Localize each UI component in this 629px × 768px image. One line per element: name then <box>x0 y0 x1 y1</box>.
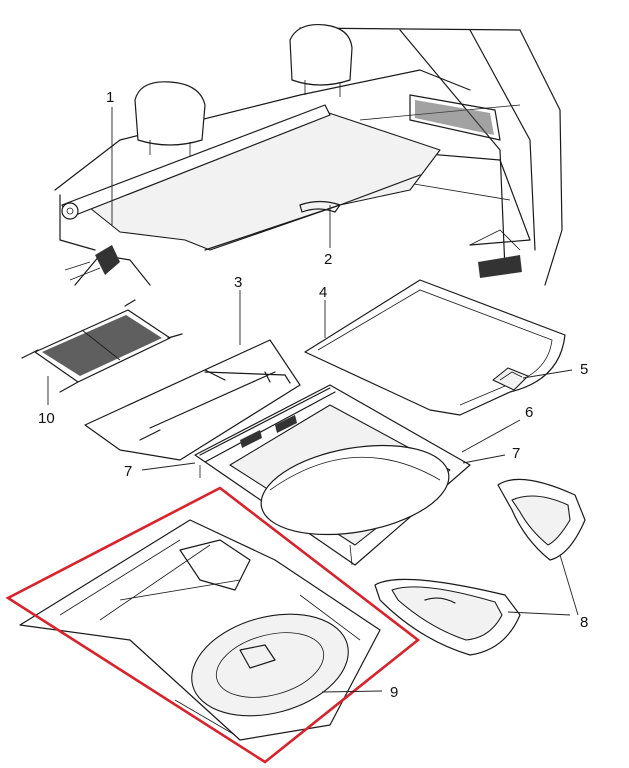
rear-floor-pan <box>19 519 381 741</box>
callout-6: 6 <box>525 404 533 421</box>
cargo-floor-cover <box>304 279 566 416</box>
cargo-net <box>21 299 183 393</box>
storage-bin-assembly <box>194 384 471 566</box>
highlight-frame <box>5 486 421 764</box>
callout-5: 5 <box>580 361 588 378</box>
callout-7-left: 7 <box>124 463 132 480</box>
cargo-area-vehicle-interior <box>54 23 563 286</box>
callout-4: 4 <box>319 284 327 301</box>
side-storage-pockets <box>374 478 586 656</box>
floor-handle <box>492 367 529 391</box>
callout-3: 3 <box>234 274 242 291</box>
callout-8: 8 <box>580 614 588 631</box>
callout-7-right: 7 <box>512 445 520 462</box>
callout-1: 1 <box>106 89 114 106</box>
callout-10: 10 <box>38 410 55 427</box>
load-floor-panel <box>84 339 301 461</box>
leader-lines <box>47 107 579 693</box>
callout-2: 2 <box>324 251 332 268</box>
callout-9: 9 <box>390 684 398 701</box>
callout-labels: 1 2 3 4 5 6 7 7 8 9 10 <box>38 89 588 701</box>
